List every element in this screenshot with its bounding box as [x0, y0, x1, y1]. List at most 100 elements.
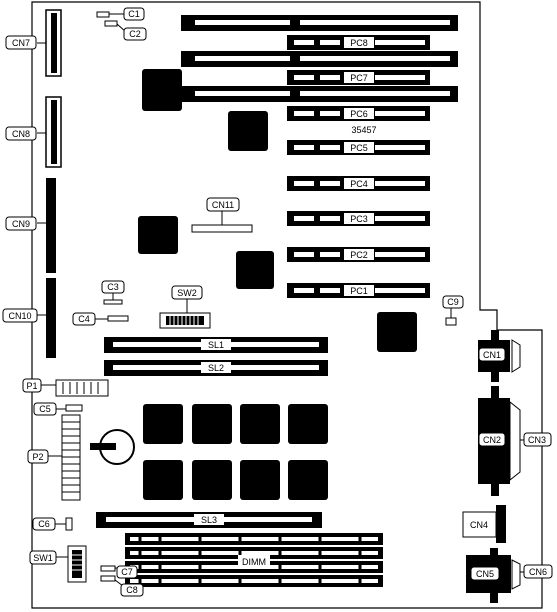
- c2-label-box: [123, 27, 147, 41]
- pc8-label: PC8: [350, 38, 368, 48]
- sw1-dip-switch: [67, 545, 87, 583]
- sl3-label: SL3: [201, 515, 217, 525]
- cn10-header: [46, 278, 56, 358]
- c1-jumper: [96, 11, 110, 18]
- c6-jumper: [65, 517, 73, 531]
- c3-label: C3: [107, 282, 119, 292]
- isa-slot-3: [181, 86, 458, 102]
- c3-jumper: [103, 299, 123, 305]
- c8-label-box: [120, 583, 144, 597]
- p1-label: P1: [26, 381, 37, 391]
- pc2-slot: [287, 247, 430, 262]
- cn2-label-box: [478, 432, 506, 447]
- c4-jumper: [107, 315, 129, 322]
- memory-chip: [288, 460, 328, 500]
- cn1-label: CN1: [483, 350, 501, 360]
- part-number: 35457: [351, 125, 376, 135]
- c8-label: C8: [126, 585, 138, 595]
- pc3-label: PC3: [350, 214, 368, 224]
- cn11-header: [191, 224, 253, 233]
- pc8-slot: [287, 35, 430, 50]
- pc4-slot: [287, 176, 430, 191]
- isa-slot-1: [181, 15, 458, 31]
- pc6-label: PC6: [350, 109, 368, 119]
- c7-label: C7: [121, 567, 133, 577]
- chip-1: [142, 69, 182, 111]
- cn8-label: CN8: [12, 129, 30, 139]
- c5-jumper: [65, 404, 83, 412]
- memory-chip: [143, 460, 183, 500]
- dimm-label-box: [238, 555, 270, 568]
- c9-label: C9: [447, 297, 459, 307]
- cn8-connector: [37, 96, 62, 168]
- pc5-label: PC5: [350, 143, 368, 153]
- cn3-label-box: [523, 432, 552, 447]
- p2-label: P2: [32, 452, 43, 462]
- c1-label-box: [123, 7, 145, 21]
- c9-jumper: [445, 317, 457, 326]
- cn7-connector: [37, 9, 62, 77]
- p1-connector: [55, 379, 109, 397]
- cn3-label: CN3: [528, 435, 546, 445]
- sl1-slot: [104, 337, 328, 353]
- c8-jumper: [100, 575, 116, 582]
- cn9-label-box: [5, 216, 37, 231]
- sw2-dip-switch: [159, 312, 211, 329]
- pc7-slot: [287, 70, 430, 85]
- cn4-connector: [462, 505, 506, 543]
- sw2-label: SW2: [177, 288, 197, 298]
- pc1-slot: [287, 283, 430, 298]
- chip-2: [228, 111, 268, 151]
- memory-chip: [192, 404, 232, 444]
- sw1-label: SW1: [33, 553, 53, 563]
- c9-label-box: [442, 295, 464, 309]
- cn5-label-box: [470, 566, 500, 581]
- dimm-label: DIMM: [242, 557, 266, 567]
- chip-5: [377, 312, 417, 352]
- cn6-label: CN6: [529, 567, 547, 577]
- sl2-slot: [104, 360, 328, 376]
- pc7-label: PC7: [350, 73, 368, 83]
- memory-chip: [192, 460, 232, 500]
- cn10-label-box: [2, 308, 38, 323]
- c7-label-box: [116, 565, 138, 579]
- c4-label: C4: [78, 314, 90, 324]
- pc3-slot: [287, 211, 430, 226]
- memory-chip: [288, 404, 328, 444]
- chip-4: [236, 251, 274, 289]
- pc5-slot: [287, 140, 430, 155]
- chip-3: [138, 216, 178, 254]
- sl2-label: SL2: [208, 363, 224, 373]
- cn8-label-box: [5, 126, 37, 141]
- sl1-label: SL1: [208, 340, 224, 350]
- cn11-label: CN11: [212, 200, 234, 210]
- cn6-label-box: [523, 564, 553, 579]
- c2-jumper: [104, 20, 118, 27]
- c6-label: C6: [38, 519, 50, 529]
- cn2-label: CN2: [483, 435, 501, 445]
- cn5-label: CN5: [476, 569, 494, 579]
- cn7-label-box: [5, 35, 37, 50]
- sl3-slot: [96, 512, 322, 528]
- pc2-label: PC2: [350, 250, 368, 260]
- cn10-label: CN10: [8, 311, 31, 321]
- isa-slot-2: [181, 51, 458, 67]
- dimm-slots: [125, 533, 383, 587]
- c5-label: C5: [39, 404, 51, 414]
- cn7-label: CN7: [12, 38, 30, 48]
- cn4-label: CN4: [470, 520, 488, 530]
- battery: [90, 429, 135, 465]
- pc1-label: PC1: [350, 286, 368, 296]
- memory-chip: [143, 404, 183, 444]
- c2-label: C2: [129, 29, 141, 39]
- memory-chip: [240, 404, 280, 444]
- pc4-label: PC4: [350, 179, 368, 189]
- cn1-label-box: [478, 347, 506, 362]
- memory-chip: [240, 460, 280, 500]
- c1-label: C1: [128, 9, 140, 19]
- c7-jumper: [100, 565, 116, 572]
- cn9-header: [46, 178, 56, 273]
- cn11-label-box: [206, 197, 240, 212]
- cn9-label: CN9: [12, 219, 30, 229]
